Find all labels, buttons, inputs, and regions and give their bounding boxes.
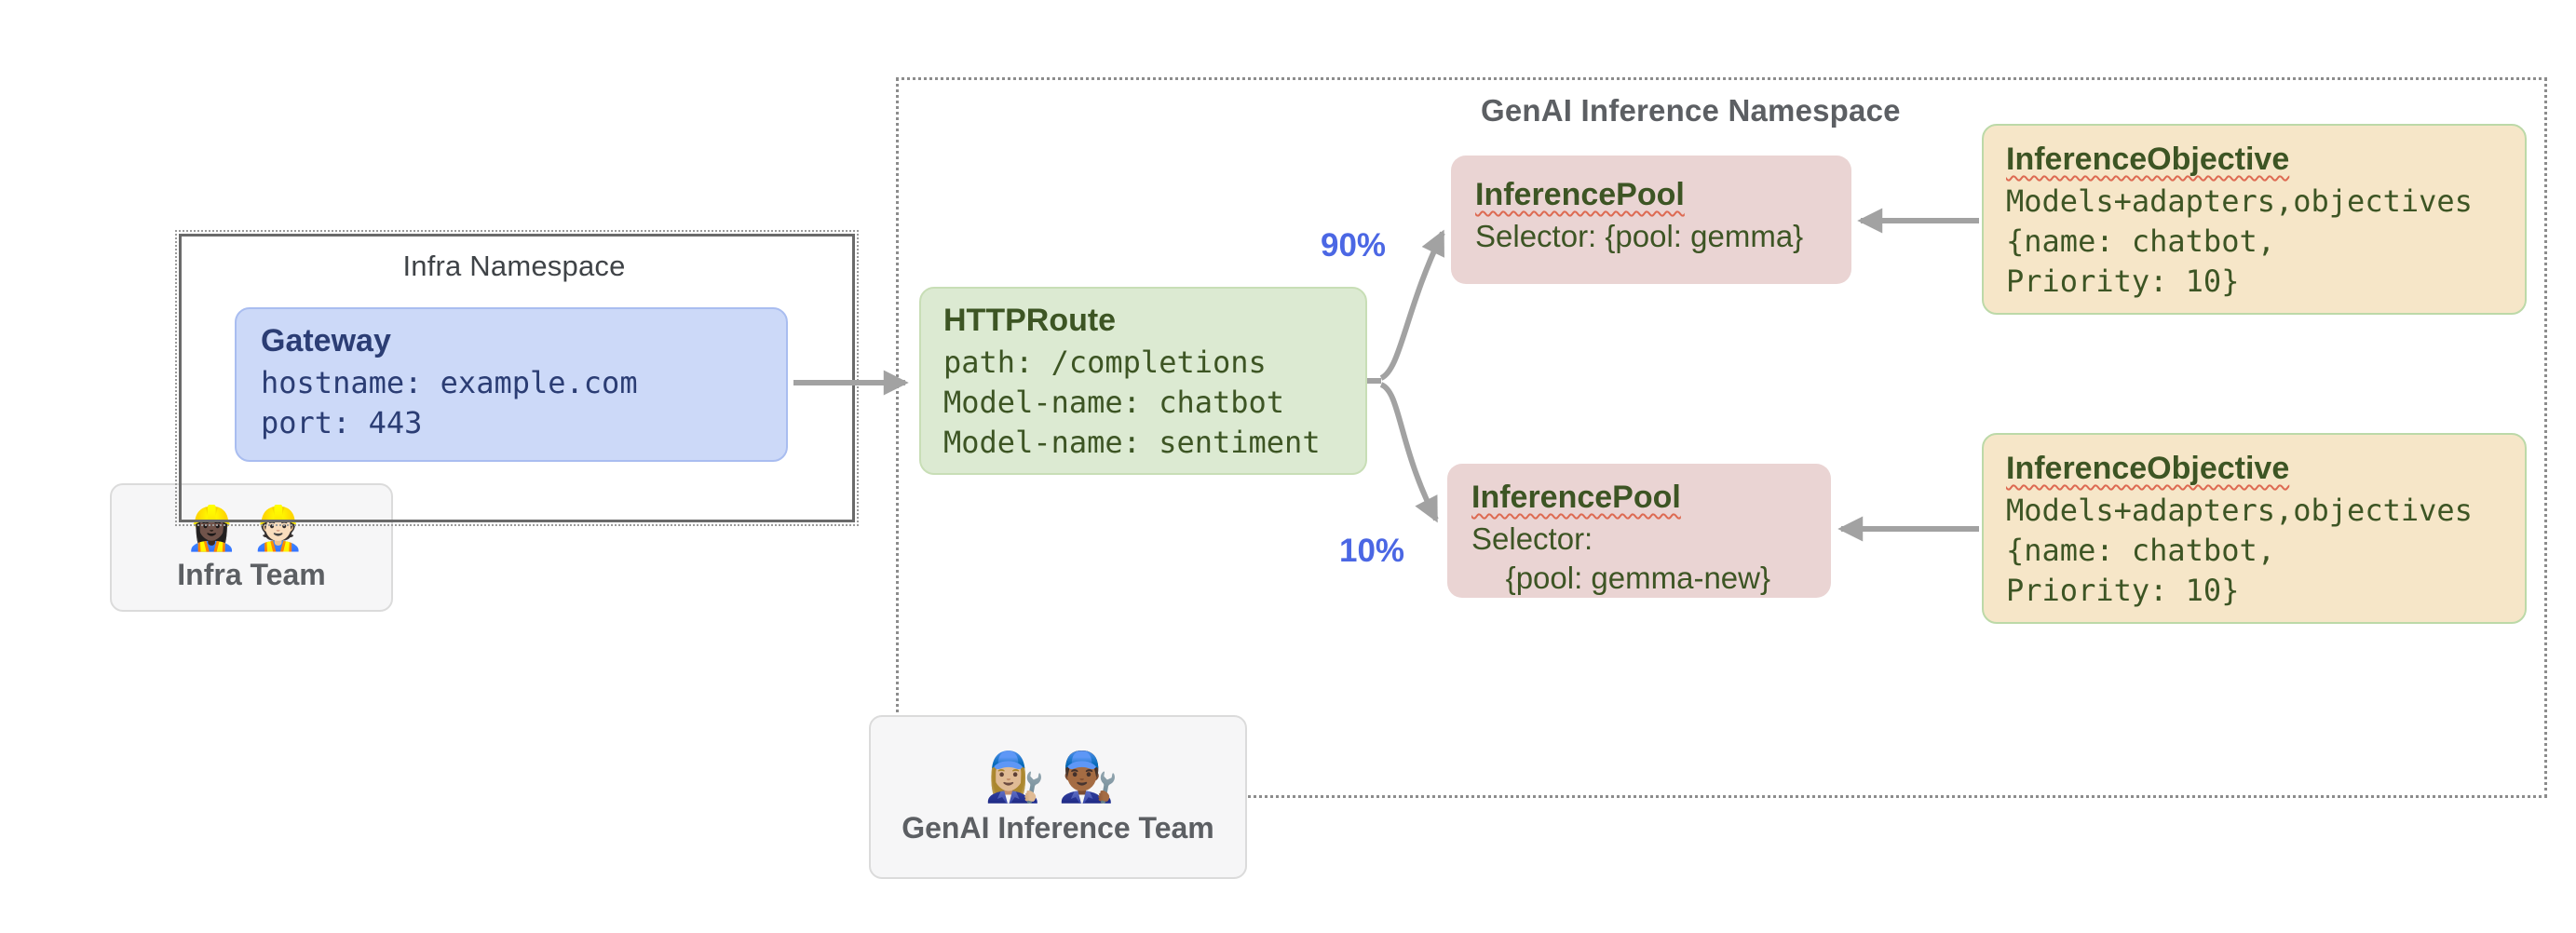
gateway-port-line: port: 443 <box>261 405 423 440</box>
inferenceobjective-top-priority-line: Priority: 10} <box>2006 264 2240 299</box>
gateway-title: Gateway <box>261 323 391 358</box>
inferencepool-gemma-title: InferencePool <box>1475 176 1827 213</box>
infra-namespace-title: Infra Namespace <box>402 250 626 282</box>
genai-team-card: 👩🏼‍🔧👨🏾‍🔧 GenAI Inference Team <box>869 715 1247 879</box>
gateway-hostname-line: hostname: example.com <box>261 365 638 400</box>
httproute-title: HTTPRoute <box>943 303 1117 338</box>
inferenceobjective-top-card: InferenceObjective Models+adapters,objec… <box>1982 124 2527 315</box>
gateway-card: Gateway hostname: example.com port: 443 <box>235 307 788 462</box>
traffic-split-10-label: 10% <box>1339 533 1405 569</box>
genai-namespace-title: GenAI Inference Namespace <box>1481 93 1901 128</box>
httproute-card: HTTPRoute path: /completions Model-name:… <box>919 287 1367 475</box>
inferencepool-gemma-new-selector-line: Selector: <box>1471 521 1593 556</box>
infra-namespace-frame <box>175 230 859 526</box>
man-mechanic-emoji: 👨🏾‍🔧 <box>1058 750 1132 805</box>
httproute-model-sentiment-line: Model-name: sentiment <box>943 425 1321 460</box>
inferencepool-gemma-title-text: InferencePool <box>1475 177 1685 212</box>
traffic-split-90-label: 90% <box>1321 227 1387 264</box>
inferencepool-gemma-selector-line: Selector: {pool: gemma} <box>1475 219 1804 253</box>
genai-namespace-frame <box>896 77 2547 798</box>
inferencepool-gemma-new-title-text: InferencePool <box>1471 480 1681 515</box>
inferencepool-gemma-new-title: InferencePool <box>1471 479 1807 516</box>
inferenceobjective-bottom-name-line: {name: chatbot, <box>2006 533 2275 568</box>
inferenceobjective-top-name-line: {name: chatbot, <box>2006 223 2275 259</box>
genai-team-emojis: 👩🏼‍🔧👨🏾‍🔧 <box>984 750 1132 805</box>
inferenceobjective-bottom-models-line: Models+adapters,objectives <box>2006 493 2473 528</box>
infra-team-emojis: 👷🏿‍♀️👷🏻 <box>185 504 319 552</box>
httproute-path-line: path: /completions <box>943 345 1267 380</box>
inferencepool-gemma-new-pool-line: {pool: gemma-new} <box>1471 561 1771 595</box>
httproute-model-chatbot-line: Model-name: chatbot <box>943 385 1285 420</box>
inferencepool-gemma-new-card: InferencePool Selector: {pool: gemma-new… <box>1447 464 1831 598</box>
inferenceobjective-top-title: InferenceObjective <box>2006 141 2502 178</box>
woman-mechanic-emoji: 👩🏼‍🔧 <box>984 750 1058 805</box>
infra-team-card: 👷🏿‍♀️👷🏻 Infra Team <box>110 483 393 612</box>
inferenceobjective-bottom-card: InferenceObjective Models+adapters,objec… <box>1982 433 2527 624</box>
inferenceobjective-bottom-priority-line: Priority: 10} <box>2006 573 2240 608</box>
man-construction-worker-emoji: 👷🏻 <box>251 503 319 552</box>
genai-team-label: GenAI Inference Team <box>902 810 1214 845</box>
inferenceobjective-bottom-title: InferenceObjective <box>2006 450 2502 487</box>
inferenceobjective-top-models-line: Models+adapters,objectives <box>2006 183 2473 219</box>
infra-team-label: Infra Team <box>177 557 326 591</box>
inferencepool-gemma-card: InferencePool Selector: {pool: gemma} <box>1451 156 1851 284</box>
woman-construction-worker-emoji: 👷🏿‍♀️ <box>184 503 251 552</box>
inferenceobjective-bottom-title-text: InferenceObjective <box>2006 451 2290 486</box>
inferenceobjective-top-title-text: InferenceObjective <box>2006 142 2290 177</box>
